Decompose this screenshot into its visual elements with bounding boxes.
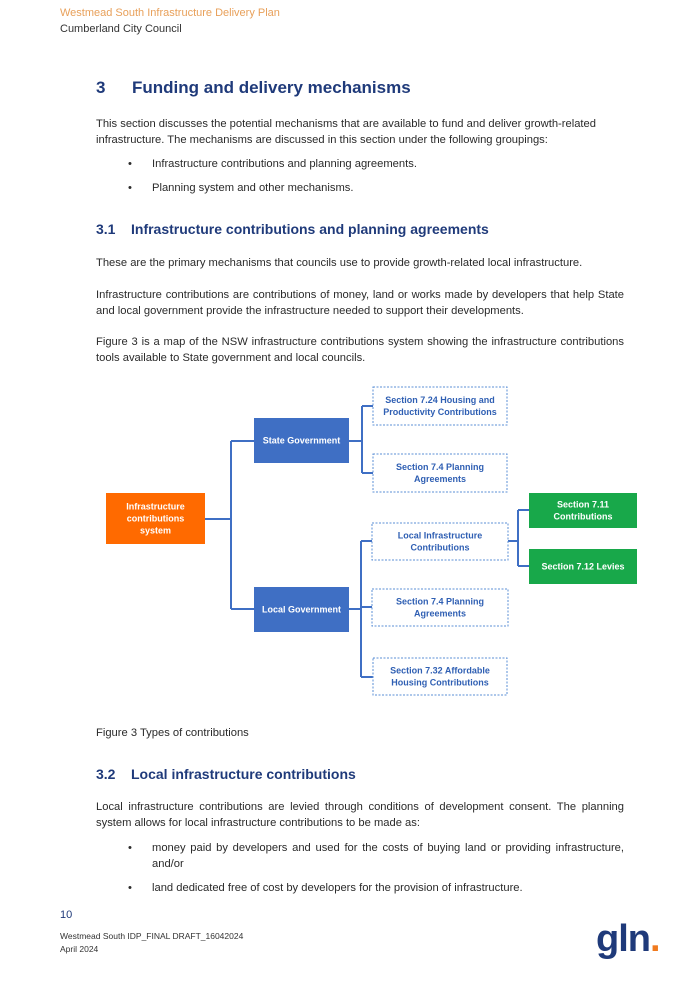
- root-node-infrastructure-contributions-system: Infrastructure contributions system: [106, 493, 205, 544]
- page-number: 10: [60, 909, 73, 921]
- local-section-7-4-node-label: Agreements: [414, 609, 466, 619]
- figure-caption: Figure 3 Types of contributions: [96, 727, 249, 739]
- footer-date: April 2024: [60, 944, 99, 954]
- section-7-12-node: Section 7.12 Levies: [529, 549, 637, 584]
- document-header-subtitle: Cumberland City Council: [60, 23, 182, 35]
- bullet-item: money paid by developers and used for th…: [128, 840, 624, 872]
- local-government-node: Local Government: [254, 587, 349, 632]
- section-7-32-node-box: [372, 657, 508, 696]
- section-number: 3.1: [96, 221, 116, 237]
- local-infrastructure-contributions-node-label: Contributions: [411, 543, 470, 553]
- gln-logo: gln.: [596, 918, 661, 960]
- section-number: 3.2: [96, 766, 116, 782]
- section-7-11-node-box: [529, 493, 637, 528]
- bullet-item: Infrastructure contributions and plannin…: [128, 156, 624, 172]
- section-7-11-node-label: Section 7.11: [557, 500, 609, 510]
- local-infrastructure-contributions-node-box: [371, 522, 509, 561]
- footer-doc-id: Westmead South IDP_FINAL DRAFT_16042024: [60, 931, 244, 941]
- paragraph: Infrastructure contributions are contrib…: [96, 289, 624, 317]
- local-section-7-4-node-box: [371, 588, 509, 627]
- state-government-node-label: State Government: [263, 436, 341, 446]
- diagram-nodes: Infrastructure contributions system State G…: [106, 386, 637, 696]
- section-3-intro: This section discusses the potential mec…: [96, 118, 596, 146]
- section-7-32-node-label: Housing Contributions: [391, 678, 488, 688]
- section-7-32-node-label: Section 7.32 Affordable: [390, 666, 490, 676]
- section-7-24-node-label: Section 7.24 Housing and: [385, 395, 495, 405]
- section-title: Funding and delivery mechanisms: [132, 78, 411, 97]
- local-infrastructure-contributions-node-label: Local Infrastructure: [398, 531, 483, 541]
- section-7-24-node-box: [372, 386, 508, 426]
- document-header-title: Westmead South Infrastructure Delivery P…: [60, 7, 280, 19]
- root-node-infrastructure-contributions-system-label: Infrastructure: [126, 502, 185, 512]
- section-number: 3: [96, 78, 106, 97]
- root-node-infrastructure-contributions-system-box: [106, 493, 205, 544]
- state-section-7-4-node-label: Section 7.4 Planning: [396, 462, 484, 472]
- section-title: Infrastructure contributions and plannin…: [131, 221, 489, 237]
- paragraph: These are the primary mechanisms that co…: [96, 257, 583, 269]
- local-government-node-box: [254, 587, 349, 632]
- diagram-connectors: [205, 405, 529, 678]
- state-section-7-4-node-label: Agreements: [414, 474, 466, 484]
- paragraph: Figure 3 is a map of the NSW infrastruct…: [96, 336, 624, 364]
- bullet-item: land dedicated free of cost by developer…: [128, 880, 624, 896]
- root-node-infrastructure-contributions-system-label: contributions: [127, 514, 185, 524]
- state-government-node-box: [254, 418, 349, 463]
- root-node-infrastructure-contributions-system-label: system: [140, 526, 171, 536]
- bullet-item: Planning system and other mechanisms.: [128, 180, 624, 196]
- section-7-12-node-box: [529, 549, 637, 584]
- state-section-7-4-node-box: [372, 453, 508, 493]
- section-3-2-heading: 3.2 Local infrastructure contributions: [96, 766, 356, 782]
- local-government-node-label: Local Government: [262, 605, 341, 615]
- paragraph: Local infrastructure contributions are l…: [96, 801, 624, 829]
- section-3-1-heading: 3.1 Infrastructure contributions and plan…: [96, 221, 489, 237]
- section-7-11-node-label: Contributions: [554, 512, 613, 522]
- state-government-node: State Government: [254, 418, 349, 463]
- section-3-heading: 3 Funding and delivery mechanisms: [96, 78, 411, 98]
- section-7-12-node-label: Section 7.12 Levies: [541, 562, 624, 572]
- local-section-7-4-node-label: Section 7.4 Planning: [396, 597, 484, 607]
- section-title: Local infrastructure contributions: [131, 766, 356, 782]
- section-7-24-node-label: Productivity Contributions: [383, 407, 497, 417]
